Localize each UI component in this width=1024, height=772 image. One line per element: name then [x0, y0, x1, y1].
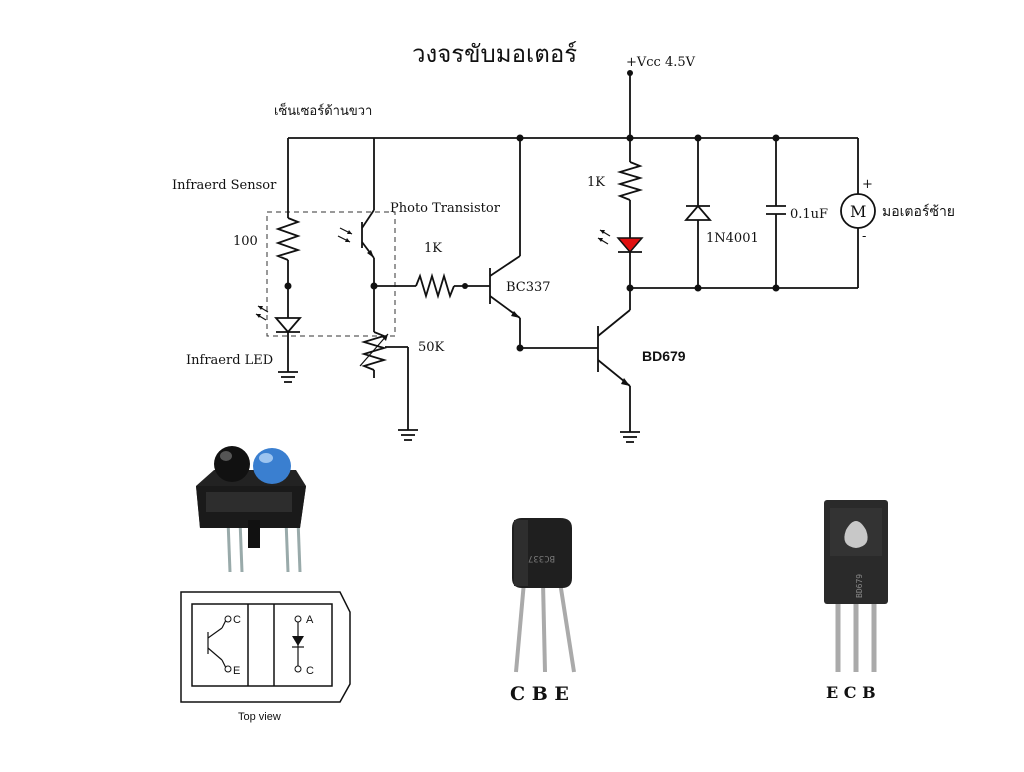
indicator-led [597, 229, 644, 254]
right-sensor-label: เซ็นเซอร์ด้านขวา [274, 101, 372, 119]
pinout-c2: C [306, 665, 314, 677]
sensor-module-outline [266, 211, 396, 337]
bc337-label: BC337 [506, 280, 551, 295]
pinout-e: E [233, 665, 240, 677]
sensor-pinout-topview: C E A C [180, 591, 351, 703]
photo-transistor-label: Photo Transistor [390, 201, 501, 216]
diagram-title: วงจรขับมอเตอร์ [412, 40, 577, 68]
ground-symbol [620, 431, 640, 443]
bc337-pin-labels: C B E [510, 683, 569, 705]
resistor-1k-led [616, 161, 644, 201]
resistor-100 [275, 217, 301, 261]
bd679-marking: BD679 [855, 574, 864, 598]
pinout-c: C [233, 614, 241, 626]
bc337-marking: BC337 [528, 553, 555, 563]
potentiometer-50k [359, 331, 408, 371]
pot50k-label: 50K [418, 340, 445, 355]
ir-led-label: Infraerd LED [186, 353, 273, 368]
capacitor [766, 205, 786, 215]
sensor-blue-dome [253, 448, 291, 484]
motor-symbol: M [850, 202, 866, 221]
cap-label: 0.1uF [790, 207, 828, 222]
bd679-label: BD679 [642, 348, 686, 364]
ground-symbol [398, 429, 418, 441]
flyback-diode [684, 204, 712, 221]
motor-minus: - [862, 229, 866, 244]
motor: M [840, 193, 876, 229]
resistor-1k-base [415, 272, 455, 300]
bc337-transistor [489, 255, 521, 319]
motor-plus: + [862, 177, 873, 192]
ir-led [255, 305, 302, 334]
photo-transistor [337, 209, 375, 259]
diode-label: 1N4001 [706, 231, 759, 246]
led-body [616, 237, 644, 254]
r1k-base-label: 1K [424, 241, 442, 256]
bc337-photo: BC337 [512, 518, 576, 673]
bd679-transistor [597, 309, 631, 387]
bd679-pin-labels: E C B [826, 683, 876, 702]
vcc-label: +Vcc 4.5V [626, 55, 696, 70]
ir-sensor-label: Infraerd Sensor [172, 178, 277, 193]
r1k-led-label: 1K [587, 175, 605, 190]
ground-symbol [278, 371, 298, 383]
top-view-caption: Top view [238, 711, 281, 723]
pinout-a: A [306, 614, 314, 626]
ir-sensor-photo [196, 446, 306, 573]
motor-label: มอเตอร์ซ้าย [882, 203, 955, 220]
bd679-photo: BD679 [824, 500, 888, 672]
r100-label: 100 [233, 234, 258, 249]
